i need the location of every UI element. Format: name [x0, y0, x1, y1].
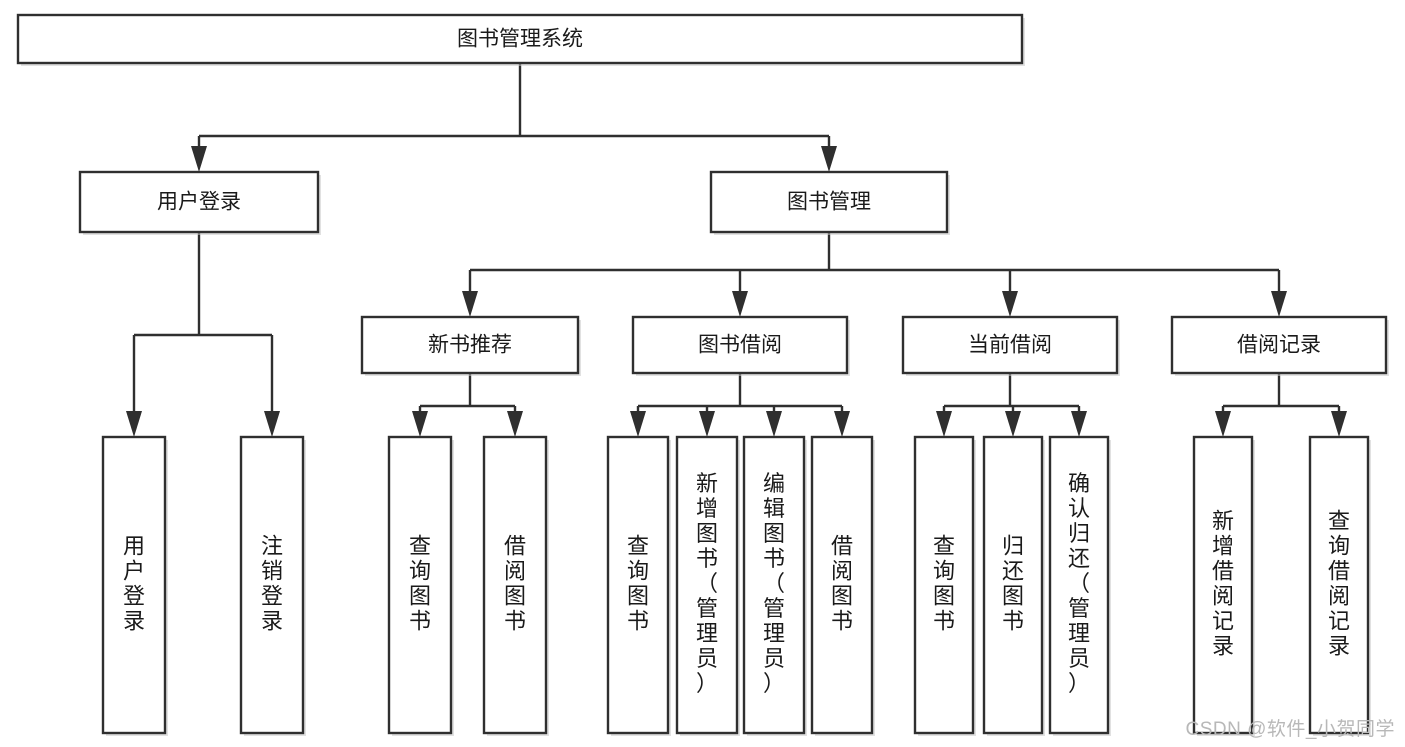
- node-leaf-book_borrow-0-label: 查询图书: [627, 533, 649, 633]
- arrow-head-icon-borrow_record-leaf-0: [1215, 411, 1231, 437]
- arrow-head-icon-user-login-leaf-0: [126, 411, 142, 437]
- node-leaf-book_borrow-1-label: 新增图书（管理员）: [696, 471, 718, 696]
- node-leaf-borrow_record-0-rect[interactable]: [1192, 435, 1254, 735]
- node-root-图书管理系统-label: 图书管理系统: [457, 28, 583, 51]
- node-leaf-book_borrow-3[interactable]: 借阅图书: [810, 435, 875, 736]
- node-level3-新书推荐-label: 新书推荐: [428, 334, 512, 357]
- node-level2-用户登录[interactable]: 用户登录: [78, 170, 321, 235]
- node-leaf-new_book_recommend-1-rect[interactable]: [482, 435, 548, 735]
- node-level3-借阅记录[interactable]: 借阅记录: [1170, 315, 1389, 376]
- node-leaf-current_borrow-2-label: 确认归还（管理员）: [1068, 471, 1090, 696]
- node-leaf-current_borrow-0-label: 查询图书: [933, 533, 955, 633]
- node-leaf-book_borrow-3-rect[interactable]: [810, 435, 874, 735]
- node-leaf-book_borrow-1-rect[interactable]: [675, 435, 739, 735]
- node-level3-图书借阅-rect[interactable]: [631, 315, 849, 375]
- node-leaf-current_borrow-2-rect[interactable]: [1048, 435, 1110, 735]
- arrow-head-icon-borrow_record-leaf-1: [1331, 411, 1347, 437]
- node-leaf-user_login-1-label: 注销登录: [261, 533, 283, 633]
- node-leaf-book_borrow-0-rect[interactable]: [606, 435, 670, 735]
- node-leaf-book_borrow-2[interactable]: 编辑图书（管理员）: [742, 435, 807, 736]
- node-level3-当前借阅-label: 当前借阅: [968, 334, 1052, 357]
- arrow-head-icon-level3-0: [462, 291, 478, 317]
- arrow-head-icon-level2-0: [191, 146, 207, 172]
- node-level2-图书管理-rect[interactable]: [709, 170, 949, 234]
- arrow-head-icon-new_book_recommend-leaf-0: [412, 411, 428, 437]
- node-leaf-book_borrow-0[interactable]: 查询图书: [606, 435, 671, 736]
- connector-layer: [126, 63, 1347, 437]
- node-leaf-new_book_recommend-1-label: 借阅图书: [504, 533, 526, 633]
- node-root-图书管理系统[interactable]: 图书管理系统: [16, 13, 1025, 66]
- node-level2-用户登录-rect[interactable]: [78, 170, 320, 234]
- node-leaf-book_borrow-2-rect[interactable]: [742, 435, 806, 735]
- node-leaf-current_borrow-1[interactable]: 归还图书: [982, 435, 1045, 736]
- node-level3-新书推荐-rect[interactable]: [360, 315, 580, 375]
- node-leaf-current_borrow-0[interactable]: 查询图书: [913, 435, 976, 736]
- node-level3-新书推荐[interactable]: 新书推荐: [360, 315, 581, 376]
- node-leaf-new_book_recommend-0[interactable]: 查询图书: [387, 435, 454, 736]
- arrow-head-icon-level3-1: [732, 291, 748, 317]
- node-leaf-user_login-0[interactable]: 用户登录: [101, 435, 168, 736]
- node-level3-借阅记录-label: 借阅记录: [1237, 334, 1321, 357]
- node-level3-当前借阅[interactable]: 当前借阅: [901, 315, 1120, 376]
- node-leaf-borrow_record-1-label: 查询借阅记录: [1328, 508, 1350, 658]
- node-level2-图书管理-label: 图书管理: [787, 191, 871, 214]
- node-leaf-borrow_record-1-rect[interactable]: [1308, 435, 1370, 735]
- node-leaf-user_login-0-label: 用户登录: [123, 533, 145, 633]
- arrow-head-icon-level2-1: [821, 146, 837, 172]
- node-leaf-user_login-1[interactable]: 注销登录: [239, 435, 306, 736]
- node-leaf-user_login-1-rect[interactable]: [239, 435, 305, 735]
- node-level2-用户登录-label: 用户登录: [157, 191, 241, 214]
- node-leaf-borrow_record-1[interactable]: 查询借阅记录: [1308, 435, 1371, 736]
- arrow-head-icon-book_borrow-leaf-1: [699, 411, 715, 437]
- node-level2-图书管理[interactable]: 图书管理: [709, 170, 950, 235]
- arrow-head-icon-new_book_recommend-leaf-1: [507, 411, 523, 437]
- node-leaf-current_borrow-1-rect[interactable]: [982, 435, 1044, 735]
- node-leaf-new_book_recommend-0-rect[interactable]: [387, 435, 453, 735]
- arrow-head-icon-level3-2: [1002, 291, 1018, 317]
- node-leaf-borrow_record-0-label: 新增借阅记录: [1212, 508, 1234, 658]
- node-level3-当前借阅-rect[interactable]: [901, 315, 1119, 375]
- node-leaf-current_borrow-0-rect[interactable]: [913, 435, 975, 735]
- arrow-head-icon-user-login-leaf-1: [264, 411, 280, 437]
- node-leaf-book_borrow-3-label: 借阅图书: [831, 533, 853, 633]
- node-leaf-book_borrow-2-label: 编辑图书（管理员）: [763, 471, 785, 696]
- arrow-head-icon-book_borrow-leaf-0: [630, 411, 646, 437]
- node-leaf-borrow_record-0[interactable]: 新增借阅记录: [1192, 435, 1255, 736]
- node-leaf-new_book_recommend-0-label: 查询图书: [409, 533, 431, 633]
- node-leaf-current_borrow-1-label: 归还图书: [1002, 533, 1024, 633]
- node-leaf-book_borrow-1[interactable]: 新增图书（管理员）: [675, 435, 740, 736]
- node-level3-图书借阅[interactable]: 图书借阅: [631, 315, 850, 376]
- node-root-图书管理系统-rect[interactable]: [16, 13, 1024, 65]
- arrow-head-icon-level3-3: [1271, 291, 1287, 317]
- arrow-head-icon-current_borrow-leaf-0: [936, 411, 952, 437]
- arrow-head-icon-current_borrow-leaf-2: [1071, 411, 1087, 437]
- node-leaf-current_borrow-2[interactable]: 确认归还（管理员）: [1048, 435, 1111, 736]
- node-leaf-new_book_recommend-1[interactable]: 借阅图书: [482, 435, 549, 736]
- node-level3-借阅记录-rect[interactable]: [1170, 315, 1388, 375]
- arrow-head-icon-book_borrow-leaf-2: [766, 411, 782, 437]
- node-level3-图书借阅-label: 图书借阅: [698, 334, 782, 357]
- node-layer: 图书管理系统用户登录图书管理新书推荐图书借阅当前借阅借阅记录用户登录注销登录查询…: [16, 13, 1389, 736]
- node-leaf-user_login-0-rect[interactable]: [101, 435, 167, 735]
- arrow-head-icon-book_borrow-leaf-3: [834, 411, 850, 437]
- arrow-head-icon-current_borrow-leaf-1: [1005, 411, 1021, 437]
